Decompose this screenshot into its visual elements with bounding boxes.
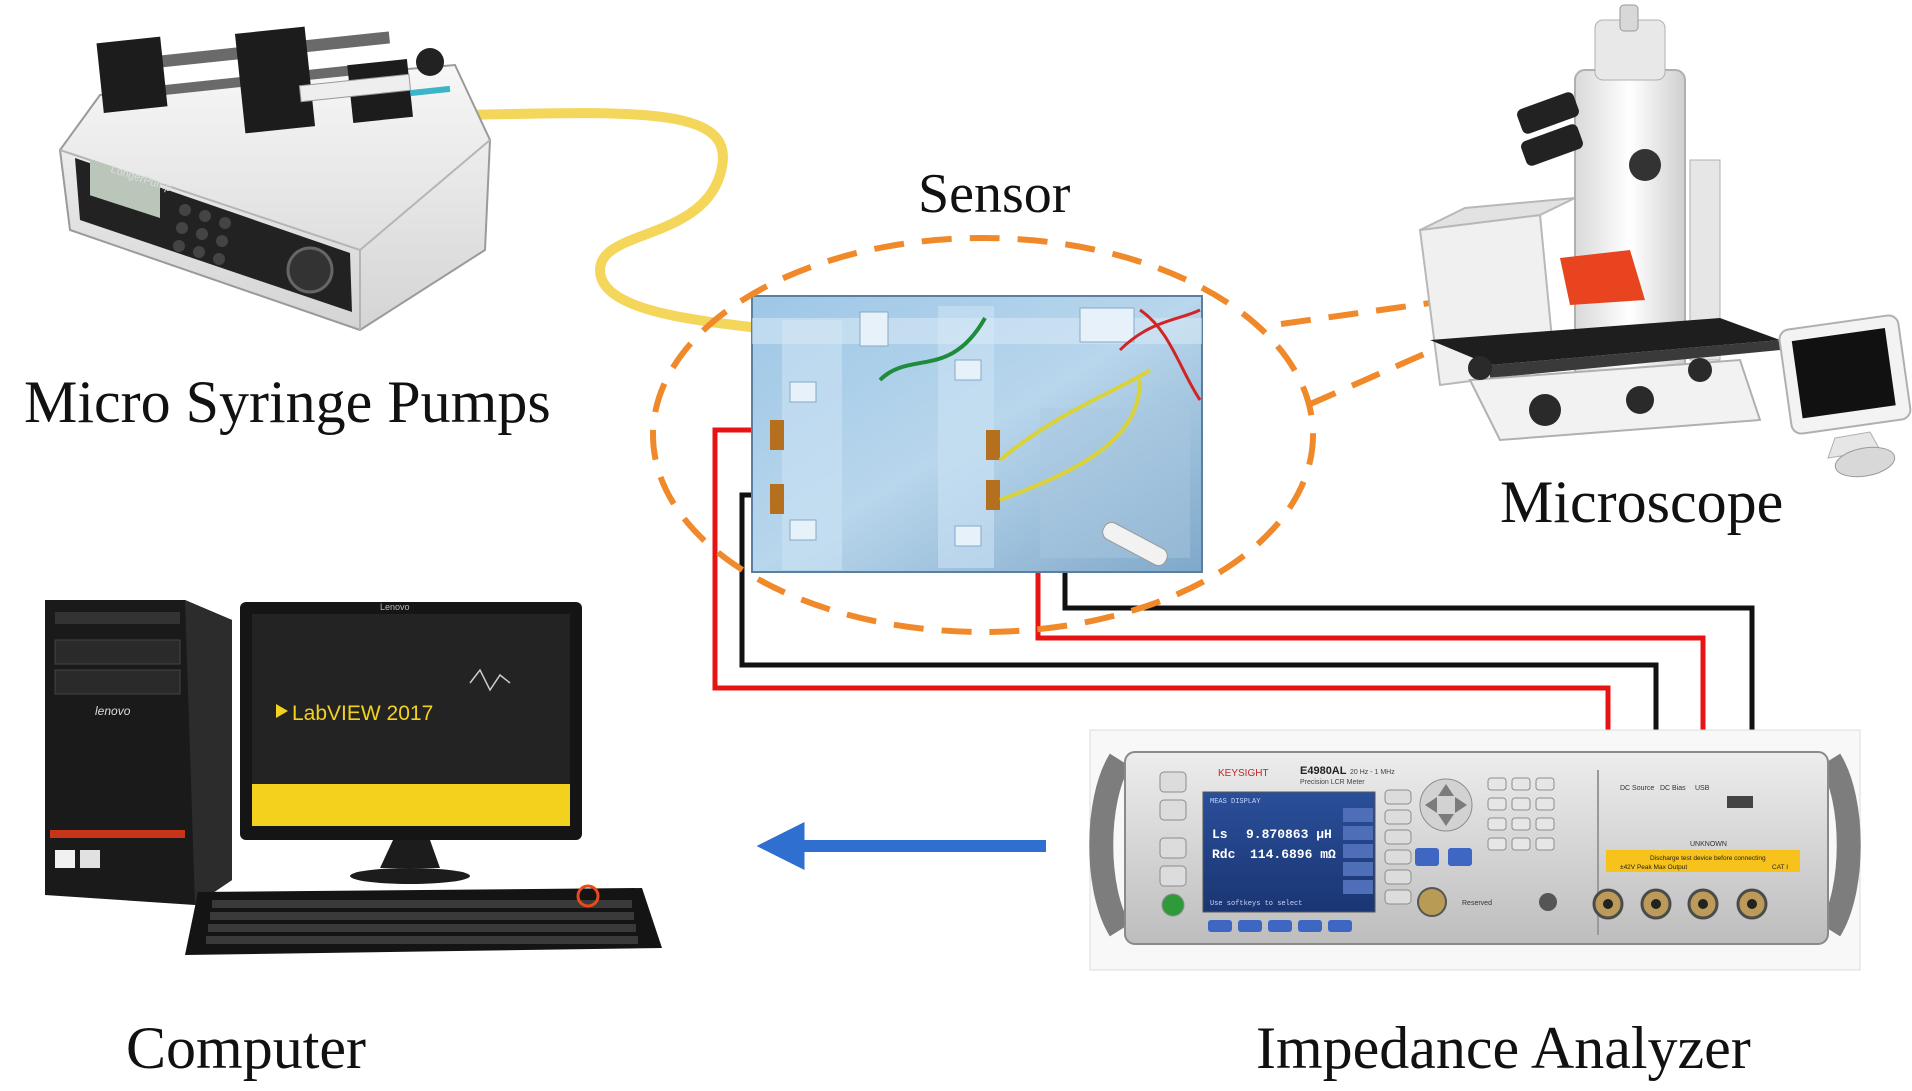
fluid-tube xyxy=(465,108,765,333)
label-micro-syringe-pumps: Micro Syringe Pumps xyxy=(24,369,551,435)
dc-source-label: DC Source xyxy=(1620,785,1654,792)
sensor-chip xyxy=(751,295,1203,573)
tower-brand: lenovo xyxy=(95,704,131,718)
computer: lenovo Lenovo LabVIEW 2017 xyxy=(45,600,662,955)
monitor-brand: Lenovo xyxy=(380,602,410,612)
screen-header: MEAS DISPLAY xyxy=(1210,798,1261,806)
screen-line2-name: Rdc xyxy=(1212,847,1236,862)
microscope xyxy=(1418,4,1912,478)
warning-line1: Discharge test device before connecting xyxy=(1650,855,1766,862)
dc-bias-label: DC Bias xyxy=(1660,785,1686,792)
screen-line2-value: 114.6896 mΩ xyxy=(1250,847,1336,862)
sensor-outline xyxy=(650,235,1316,635)
unknown-label: UNKNOWN xyxy=(1690,841,1727,848)
warning-cat: CAT I xyxy=(1772,864,1788,871)
analyzer-model: E4980AL xyxy=(1300,765,1347,777)
screen-hint: Use softkeys to select xyxy=(1210,900,1302,908)
impedance-analyzer: KEYSIGHT E4980AL 20 Hz - 1 MHz Precision… xyxy=(1089,729,1861,971)
screen-line1-value: 9.870863 μH xyxy=(1246,827,1332,842)
reserved-label: Reserved xyxy=(1462,900,1492,907)
label-sensor: Sensor xyxy=(918,163,1071,225)
syringe-pump: LongerPump xyxy=(58,26,492,332)
usb-label: USB xyxy=(1695,785,1710,792)
analyzer-model-desc: Precision LCR Meter xyxy=(1300,779,1365,786)
analyzer-model-sub: 20 Hz - 1 MHz xyxy=(1350,769,1395,776)
labview-title: LabVIEW 2017 xyxy=(292,702,433,725)
label-microscope: Microscope xyxy=(1500,469,1783,535)
warning-line2: ±42V Peak Max Output xyxy=(1620,864,1687,871)
analyzer-brand: KEYSIGHT xyxy=(1218,768,1269,779)
label-computer: Computer xyxy=(126,1015,366,1081)
pump-knob xyxy=(286,246,334,294)
label-impedance-analyzer: Impedance Analyzer xyxy=(1256,1015,1751,1081)
screen-line1-name: Ls xyxy=(1212,827,1228,842)
